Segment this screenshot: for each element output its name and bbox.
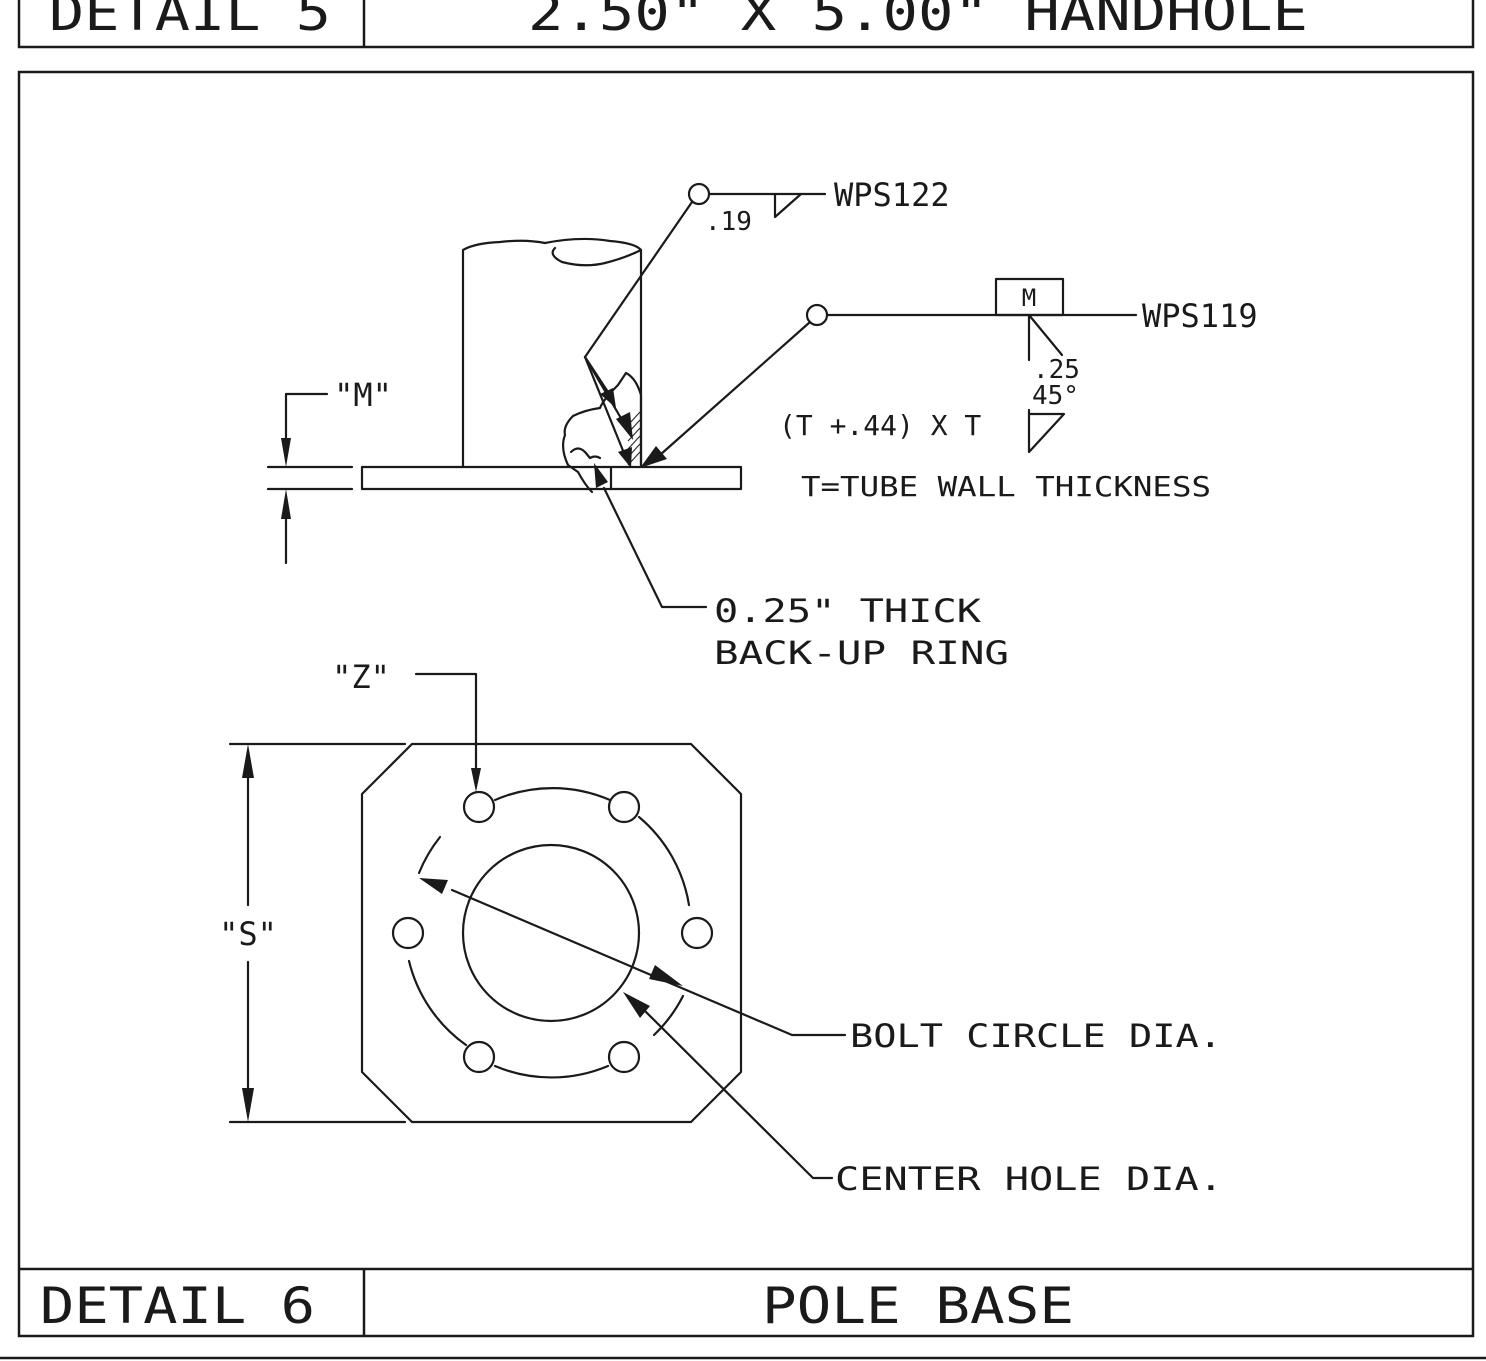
plate-size-dimension: "S" [219,742,407,1124]
pole-break-line [551,246,643,267]
plate-thickness-label: "M" [334,376,392,414]
groove-symbol-label: M [1022,284,1036,312]
bolt-hole [462,790,496,824]
center-hole [461,843,641,1023]
bolt-circle-label: BOLT CIRCLE DIA. [850,1017,1222,1055]
fillet-weld-size: .19 [705,207,752,237]
fillet-weld-wps: WPS122 [834,176,950,214]
base-plate [360,465,743,491]
bolt-hole [607,1040,641,1074]
plate-thickness-dimension: "M" [266,376,392,565]
elevation-view [360,237,743,494]
backup-ring-line-2: BACK-UP RING [714,634,1009,672]
detail-5-title-block: DETAIL 5 2.50" X 5.00" HANDHOLE [17,0,1475,49]
bolt-circle-arc-top [493,787,612,802]
backup-ring-line-1: 0.25" THICK [714,592,982,630]
groove-angle: 45° [1032,381,1079,411]
fillet-weld-callout: .19 WPS122 [583,176,950,468]
tube-wall-note: T=TUBE WALL THICKNESS [801,470,1211,503]
drawing-frame [17,70,1475,1338]
center-hole-label: CENTER HOLE DIA. [835,1160,1223,1198]
plate-size-label: "S" [219,915,277,953]
bolt-circle-arc-right [637,815,691,907]
hole-callout: "Z" [332,658,481,792]
chamfered-base-plate [360,742,743,1124]
detail-6-label: DETAIL 6 [40,1277,315,1335]
detail-5-label: DETAIL 5 [49,0,331,42]
bolt-hole [680,916,714,950]
detail-5-title: 2.50" X 5.00" HANDHOLE [528,0,1308,42]
groove-weld-wps: WPS119 [1142,297,1258,335]
hole-callout-label: "Z" [332,658,390,696]
backup-ring-callout: 0.25" THICK BACK-UP RING [594,463,1009,672]
bolt-hole [391,916,425,950]
bolt-hole [462,1040,496,1074]
bolt-hole [607,790,641,824]
weld-bead [561,371,643,494]
bolt-circle-arc-lower-left [407,959,468,1047]
bolt-circle-arc-bottom [493,1064,610,1079]
groove-depth: .25 [1033,355,1080,385]
pole-tube [461,237,643,469]
fillet-spec: (T +.44) X T [779,409,981,442]
center-hole-callout: CENTER HOLE DIA. [623,992,1223,1198]
bolt-circle-arc-left [417,835,442,875]
plan-view [360,742,743,1124]
groove-weld-callout: M WPS119 .25 45° (T +.44) X T T=TUBE WAL… [640,277,1258,503]
bolt-circle-callout: BOLT CIRCLE DIA. [419,878,1222,1055]
detail-6-title: POLE BASE [762,1277,1074,1335]
bolt-circle-arc-lower-right [652,994,685,1037]
backup-ring [569,447,602,460]
